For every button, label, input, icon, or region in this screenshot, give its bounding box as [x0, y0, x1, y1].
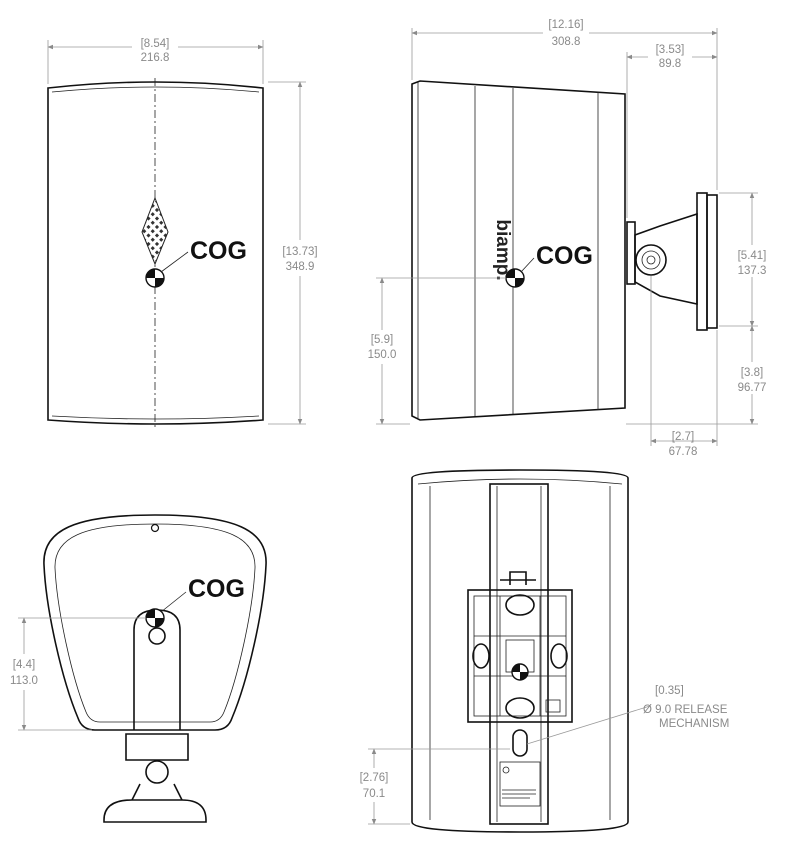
brand-logo-text: biamp.: [492, 219, 513, 280]
front-enclosure: [47, 81, 264, 425]
release-diameter-in: [0.35]: [655, 685, 684, 697]
release-note-line1: Ø 9.0 RELEASE: [643, 704, 728, 716]
top-view: COG [4.4] 113.0: [4, 514, 267, 823]
side-cog-height-mm: 150.0: [368, 349, 397, 361]
front-height-mm: 348.9: [286, 261, 315, 273]
release-note-line2: MECHANISM: [659, 718, 729, 730]
side-cog-marker: [505, 268, 525, 288]
side-plate-height-mm: 137.3: [738, 265, 767, 277]
front-cog-leader: [160, 251, 189, 273]
rear-enclosure: [411, 469, 629, 833]
side-cog-offset-in: [2.7]: [672, 431, 694, 443]
top-mount-base: [103, 799, 207, 823]
side-plate-offset-mm: 96.77: [738, 382, 767, 394]
top-cog-height-mm: 113.0: [10, 675, 38, 687]
front-height-in: [13.73]: [282, 246, 317, 258]
front-view: COG [8.54] 216.8 [13.73] 348.9: [47, 36, 324, 430]
grille-diamond: [141, 196, 169, 266]
rear-cog-marker: [511, 663, 529, 681]
side-bracket-depth-mm: 89.8: [659, 58, 681, 70]
front-width-mm: 216.8: [141, 52, 170, 64]
front-width-in: [8.54]: [141, 38, 170, 50]
front-cog-marker: [145, 268, 165, 288]
rear-bottom-in: [2.76]: [360, 772, 389, 784]
release-mechanism-slot: [512, 729, 528, 757]
top-enclosure: [43, 514, 267, 731]
side-plate-offset-in: [3.8]: [741, 367, 763, 379]
side-bracket-depth-in: [3.53]: [656, 44, 685, 56]
front-cog-label: COG: [190, 237, 247, 265]
rear-mount-plate: [467, 589, 573, 723]
rear-view: [0.35] Ø 9.0 RELEASE MECHANISM [2.76] 70…: [354, 469, 729, 833]
side-overall-mm: 308.8: [552, 36, 581, 48]
side-cog-offset-mm: 67.78: [669, 446, 698, 458]
side-overall-in: [12.16]: [548, 19, 583, 31]
side-plate-height-in: [5.41]: [738, 250, 767, 262]
side-enclosure: [411, 80, 626, 421]
side-cog-height-in: [5.9]: [371, 334, 393, 346]
rear-channel: [489, 483, 549, 825]
side-view: biamp. COG [12.16] 308.8 [3.53]: [360, 14, 776, 458]
side-bracket: [626, 192, 718, 331]
top-cog-label: COG: [188, 575, 245, 603]
top-cog-height-in: [4.4]: [13, 659, 35, 671]
rear-bottom-mm: 70.1: [363, 788, 385, 800]
side-cog-label: COG: [536, 242, 593, 270]
